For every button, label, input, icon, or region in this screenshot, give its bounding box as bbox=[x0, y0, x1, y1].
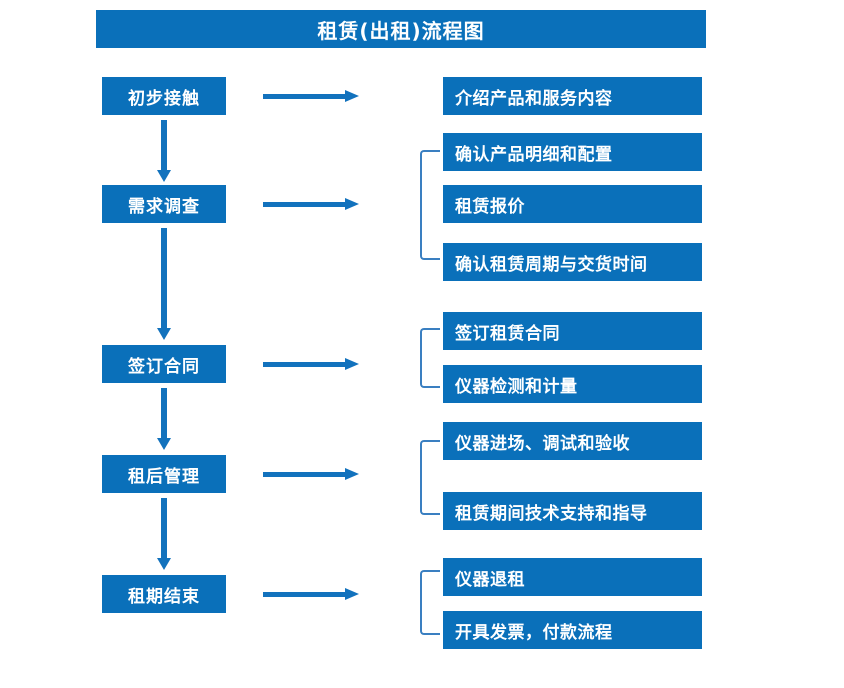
arrow-shaft bbox=[263, 202, 345, 207]
detail-box-queren-mingxi[interactable]: 确认产品明细和配置 bbox=[443, 133, 702, 171]
arrow-shaft bbox=[161, 228, 167, 328]
detail-box-jieshao-chanpin[interactable]: 介绍产品和服务内容 bbox=[443, 77, 702, 115]
right-arrow-icon-stage2 bbox=[263, 197, 359, 211]
arrow-head bbox=[157, 170, 171, 182]
arrow-head bbox=[157, 328, 171, 340]
detail-box-queren-zhouqi[interactable]: 确认租赁周期与交货时间 bbox=[443, 243, 702, 281]
arrow-head bbox=[345, 198, 359, 210]
right-arrow-icon-stage5 bbox=[263, 587, 359, 601]
arrow-shaft bbox=[161, 388, 167, 438]
group-bracket-stage2 bbox=[420, 150, 440, 260]
arrow-shaft bbox=[161, 498, 167, 558]
stage-box-zuhou-guanli[interactable]: 租后管理 bbox=[102, 455, 226, 493]
detail-box-kaiju-fapiao[interactable]: 开具发票，付款流程 bbox=[443, 611, 702, 649]
group-bracket-stage3 bbox=[420, 328, 440, 388]
group-bracket-stage4 bbox=[420, 440, 440, 515]
diagram-title: 租赁(出租)流程图 bbox=[96, 10, 706, 48]
right-arrow-icon-stage3 bbox=[263, 357, 359, 371]
arrow-head bbox=[345, 90, 359, 102]
group-bracket-stage5 bbox=[420, 570, 440, 635]
arrow-shaft bbox=[263, 94, 345, 99]
right-arrow-icon-stage1 bbox=[263, 89, 359, 103]
arrow-head bbox=[157, 438, 171, 450]
detail-box-yiqi-tuizu[interactable]: 仪器退租 bbox=[443, 558, 702, 596]
arrow-shaft bbox=[263, 472, 345, 477]
arrow-head bbox=[157, 558, 171, 570]
detail-box-jishu-zhichi[interactable]: 租赁期间技术支持和指导 bbox=[443, 492, 702, 530]
stage-box-chubu-jiechu[interactable]: 初步接触 bbox=[102, 77, 226, 115]
detail-box-yiqi-jiance[interactable]: 仪器检测和计量 bbox=[443, 365, 702, 403]
arrow-head bbox=[345, 358, 359, 370]
stage-box-qianding-hetong[interactable]: 签订合同 bbox=[102, 345, 226, 383]
stage-box-xuqiu-diaocha[interactable]: 需求调查 bbox=[102, 185, 226, 223]
arrow-head bbox=[345, 588, 359, 600]
detail-box-yiqi-jinchang[interactable]: 仪器进场、调试和验收 bbox=[443, 422, 702, 460]
arrow-head bbox=[345, 468, 359, 480]
arrow-shaft bbox=[263, 592, 345, 597]
arrow-shaft bbox=[263, 362, 345, 367]
down-arrow-icon-stage2-to-stage3 bbox=[156, 228, 172, 340]
down-arrow-icon-stage4-to-stage5 bbox=[156, 498, 172, 570]
down-arrow-icon-stage1-to-stage2 bbox=[156, 120, 172, 182]
stage-box-zuqi-jieshu[interactable]: 租期结束 bbox=[102, 575, 226, 613]
right-arrow-icon-stage4 bbox=[263, 467, 359, 481]
arrow-shaft bbox=[161, 120, 167, 170]
detail-box-zulin-baojia[interactable]: 租赁报价 bbox=[443, 185, 702, 223]
down-arrow-icon-stage3-to-stage4 bbox=[156, 388, 172, 450]
detail-box-qianding-zulin-hetong[interactable]: 签订租赁合同 bbox=[443, 312, 702, 350]
